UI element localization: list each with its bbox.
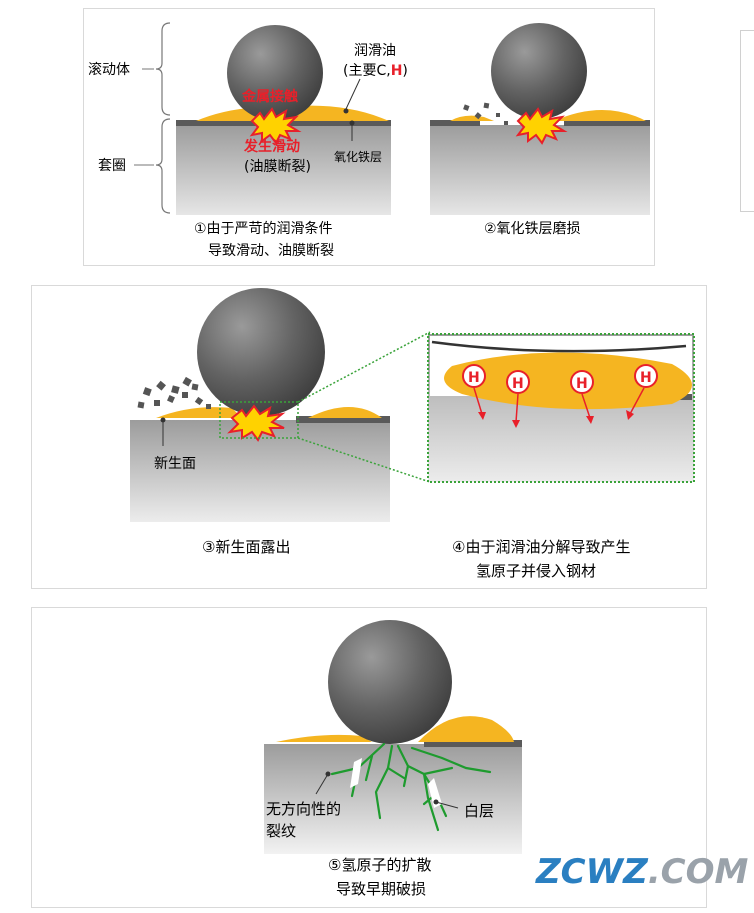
oxide-layer-3 (296, 416, 390, 423)
spark-1 (249, 107, 302, 145)
cropped-side-panel (740, 30, 754, 212)
oxide-layer-2b (564, 120, 650, 126)
bracket-ring (155, 118, 171, 214)
ball-surface-curve (431, 340, 687, 353)
panel-stage-5: 无方向性的 裂纹 白层 ⑤氢原子的扩散 导致早期破损 (31, 607, 707, 908)
crack-label-line1: 无方向性的 (266, 800, 341, 818)
watermark-logo: ZCWZ.COM (536, 852, 749, 892)
oxide-layer-5 (424, 740, 522, 747)
rolling-ball-3 (197, 288, 325, 416)
ring-steel-1 (176, 125, 391, 215)
white-layer-2 (428, 778, 442, 808)
white-layer-1 (350, 758, 362, 788)
oil-film-zoom (444, 352, 692, 410)
rolling-ball-2 (491, 23, 587, 119)
metal-contact-label: 金属接触 (241, 88, 298, 105)
svg-text:H: H (468, 370, 480, 386)
spark-2 (515, 107, 568, 145)
hydrogen-atom-2: H (506, 370, 530, 428)
oil-film-5b (418, 716, 514, 742)
spark-3 (227, 404, 286, 442)
caption-3: ③新生面露出 (202, 538, 290, 556)
rolling-ball-1 (227, 25, 323, 121)
caption-1-line2: 导致滑动、油膜断裂 (208, 242, 334, 259)
oxide-layer-2a (430, 120, 480, 126)
caption-4-line1: ④由于润滑油分解导致产生 (452, 538, 630, 556)
caption-5-line1: ⑤氢原子的扩散 (328, 856, 431, 874)
oil-film-2a (450, 115, 494, 121)
zoom-source-box (219, 401, 299, 439)
panel-3-diagram: 无方向性的 裂纹 白层 ⑤氢原子的扩散 导致早期破损 (264, 620, 522, 898)
caption-1-line1: ①由于严苛的润滑条件 (194, 220, 333, 237)
panel-stage-3-4: 新生面 ③新生面露出 H H H H (31, 285, 707, 589)
hydrogen-atom-1: H (462, 364, 486, 420)
caption-4-line2: 氢原子并侵入钢材 (476, 562, 596, 580)
panel-2-diagram: 新生面 ③新生面露出 H H H H (130, 288, 695, 580)
lube-label-line1: 润滑油 (354, 42, 396, 59)
oil-film-3b (308, 407, 382, 418)
crack-label-line2: 裂纹 (266, 822, 296, 840)
oil-film-3a (156, 407, 242, 418)
hydrogen-atom-4: H (626, 364, 658, 420)
oil-film-2b (554, 110, 646, 121)
wear-debris-2 (463, 102, 508, 125)
slip-label: 发生滑动 (243, 138, 300, 155)
rolling-ball-5 (328, 620, 452, 744)
label-rolling-body: 滚动体 (88, 61, 130, 78)
svg-text:H: H (576, 376, 588, 392)
label-ring: 套圈 (98, 158, 126, 174)
caption-2: ②氧化铁层磨损 (484, 221, 581, 237)
caption-5-line2: 导致早期破损 (336, 880, 426, 898)
oxide-label: 氧化铁层 (334, 150, 382, 164)
film-break-label: (油膜断裂) (244, 159, 311, 175)
panel-stage-1-2: 滚动体 套圈 金属接触 发生滑动 (油膜断裂) 润滑油 (主要C,H) 氧化铁层… (83, 8, 655, 266)
ring-steel-5 (264, 744, 522, 854)
lube-label-line2: (主要C,H) (343, 63, 408, 79)
white-layer-label: 白层 (464, 802, 494, 820)
svg-text:H: H (640, 370, 652, 386)
hydrogen-atom-3: H (570, 370, 594, 424)
wear-debris-3 (137, 376, 211, 409)
new-surface-label: 新生面 (154, 456, 196, 472)
oil-film-5a (276, 734, 372, 742)
svg-text:H: H (512, 376, 524, 392)
panel-1-diagram: 滚动体 套圈 金属接触 发生滑动 (油膜断裂) 润滑油 (主要C,H) 氧化铁层… (88, 22, 650, 259)
bracket-rolling-body (155, 22, 171, 116)
